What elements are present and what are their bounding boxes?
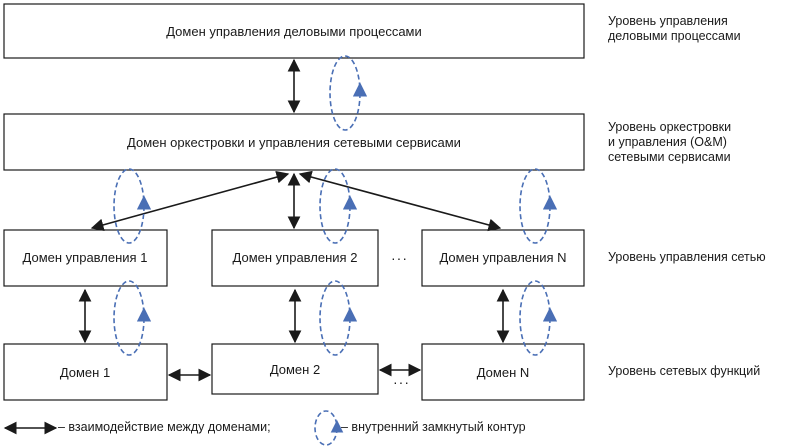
box-net-2: Домен 2 (211, 343, 379, 395)
box-business: Домен управления деловыми процессами (3, 3, 585, 59)
box-net-1-label: Домен 1 (60, 365, 110, 380)
legend-loop-icon (314, 410, 338, 446)
box-mgmt-n: Домен управления N (421, 229, 585, 287)
ellipsis-net: ··· (393, 374, 410, 390)
level-business-line-1: Уровень управления (608, 14, 728, 28)
box-business-label: Домен управления деловыми процессами (166, 24, 422, 39)
level-network-mgmt: Уровень управления сетью (608, 250, 766, 264)
level-orchestration-line-1: Уровень оркестровки (608, 120, 732, 134)
arrow-orchestration-mgmtn (298, 170, 502, 232)
level-orchestration-line-2: и управления (O&M) (608, 135, 727, 149)
box-mgmt-n-label: Домен управления N (439, 250, 566, 265)
box-mgmt-1: Домен управления 1 (3, 229, 168, 287)
box-net-2-label: Домен 2 (270, 362, 320, 377)
level-business: Уровень управления деловыми процессами (608, 14, 788, 44)
legend-interaction-text: – взаимодействие между доменами; (58, 420, 271, 434)
box-mgmt-2: Домен управления 2 (211, 229, 379, 287)
legend-loop-text: – внутренний замкнутый контур (341, 420, 526, 434)
ellipsis-mgmt: ··· (391, 250, 408, 266)
level-network-functions: Уровень сетевых функций (608, 364, 761, 378)
box-mgmt-1-label: Домен управления 1 (23, 250, 148, 265)
level-business-line-2: деловыми процессами (608, 29, 741, 43)
arrow-orchestration-mgmt1 (90, 170, 290, 232)
level-orchestration-line-3: сетевыми сервисами (608, 150, 731, 164)
box-net-1: Домен 1 (3, 343, 168, 401)
box-mgmt-2-label: Домен управления 2 (233, 250, 358, 265)
level-orchestration: Уровень оркестровки и управления (O&M) с… (608, 120, 788, 165)
box-orchestration-label: Домен оркестровки и управления сетевыми … (127, 135, 461, 150)
box-net-n-label: Домен N (477, 365, 530, 380)
box-net-n: Домен N (421, 343, 585, 401)
box-orchestration: Домен оркестровки и управления сетевыми … (3, 113, 585, 171)
